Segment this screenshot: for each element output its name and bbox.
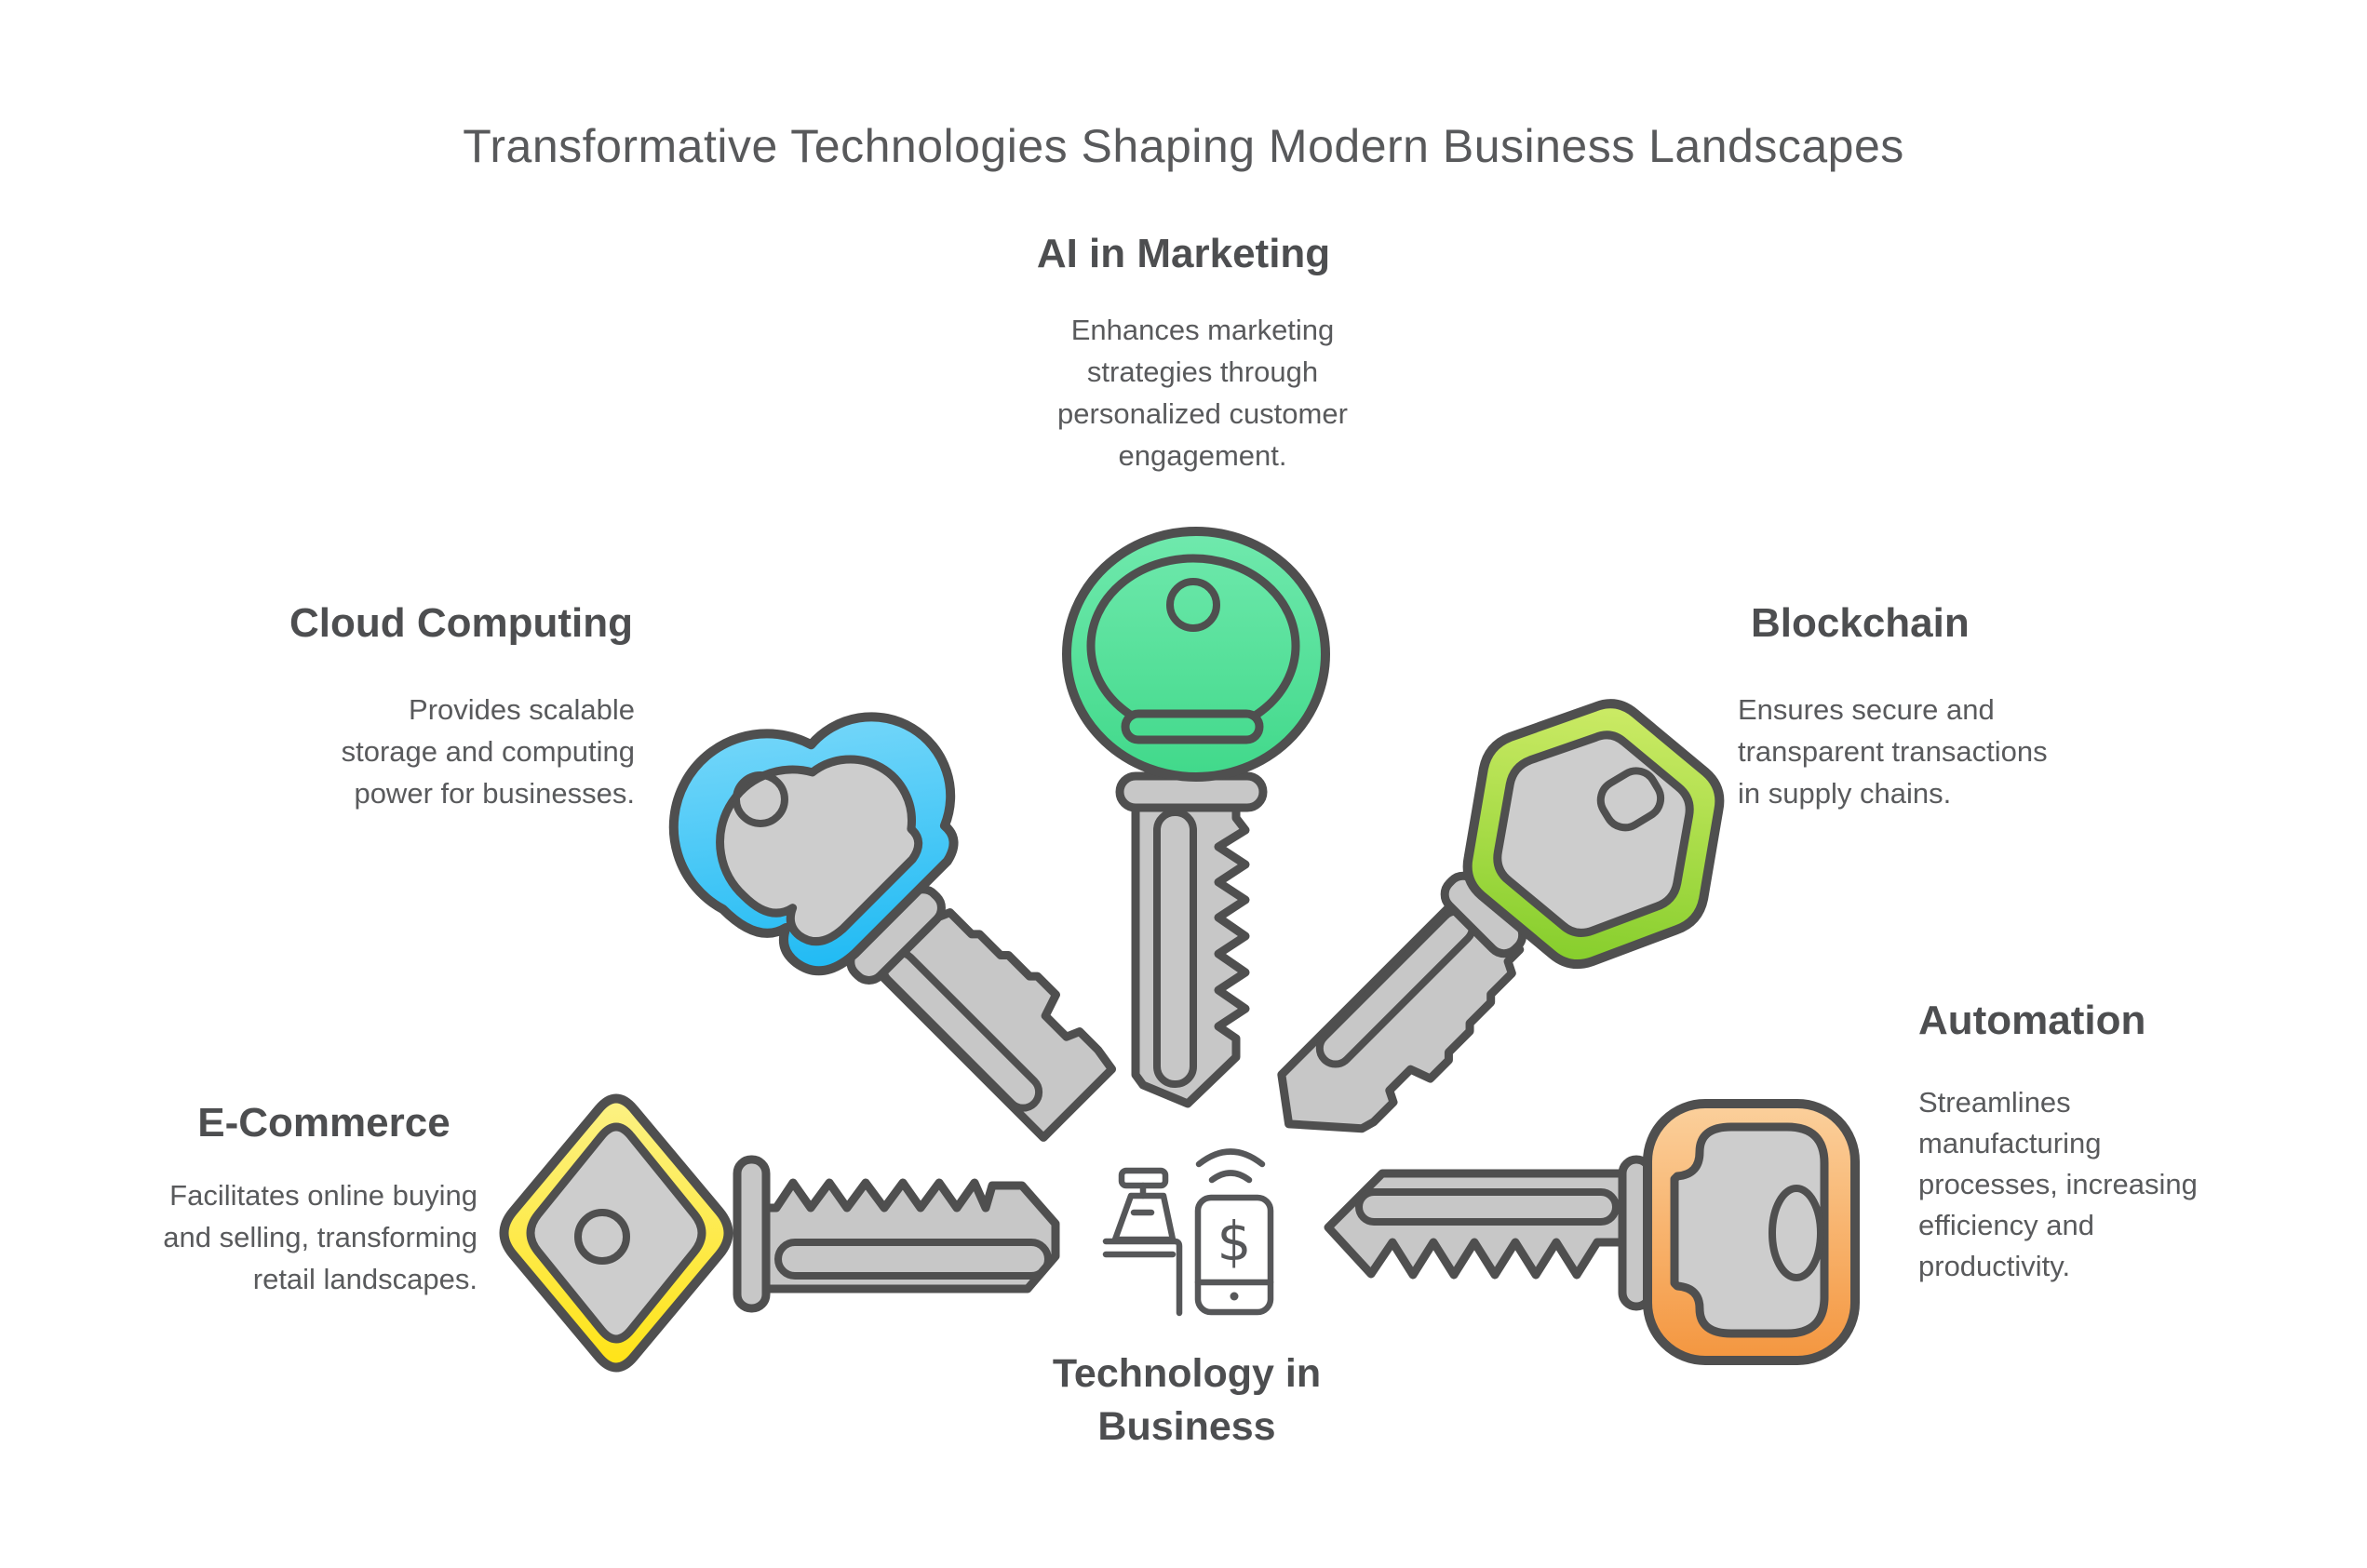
key-blockchain bbox=[1277, 699, 1725, 1133]
section-desc-ai-marketing: Enhances marketing strategies through pe… bbox=[1057, 314, 1348, 472]
key-shaft bbox=[1277, 871, 1527, 1133]
key-head bbox=[1062, 527, 1330, 782]
key-cloud-computing bbox=[668, 712, 1117, 1142]
key-head bbox=[1643, 1099, 1860, 1365]
key-automation bbox=[1324, 1099, 1860, 1365]
key-shaft bbox=[733, 1155, 1060, 1313]
cash-register-icon bbox=[1102, 1167, 1183, 1317]
section-title-e-commerce: E-Commerce bbox=[197, 1100, 451, 1146]
key-shaft bbox=[1324, 1155, 1655, 1311]
key-hole bbox=[1596, 767, 1665, 832]
key-head bbox=[499, 1093, 733, 1373]
key-hole bbox=[732, 771, 788, 827]
key-hole bbox=[574, 1209, 630, 1265]
section-desc-automation: Streamlines manufacturing processes, inc… bbox=[1918, 1086, 2198, 1282]
page-title: Transformative Technologies Shaping Mode… bbox=[463, 120, 1904, 172]
section-desc-blockchain: Ensures secure and transparent transacti… bbox=[1738, 693, 2048, 810]
key-head bbox=[668, 712, 959, 976]
section-desc-cloud-computing: Provides scalable storage and computing … bbox=[341, 693, 635, 810]
section-title-blockchain: Blockchain bbox=[1751, 600, 1970, 646]
key-hole bbox=[1769, 1185, 1824, 1281]
key-ai-marketing bbox=[1062, 527, 1330, 1108]
key-head bbox=[1462, 699, 1725, 970]
key-e-commerce bbox=[499, 1093, 1060, 1373]
section-title-ai-marketing: AI in Marketing bbox=[1036, 231, 1331, 276]
center-label: Technology in Business bbox=[1052, 1351, 1322, 1449]
key-hole bbox=[1166, 578, 1220, 632]
section-desc-e-commerce: Facilitates online buying and selling, t… bbox=[163, 1179, 477, 1295]
key-shaft bbox=[1115, 771, 1268, 1108]
dollar-sign: $ bbox=[1217, 1210, 1252, 1273]
section-title-automation: Automation bbox=[1918, 998, 2146, 1043]
section-title-cloud-computing: Cloud Computing bbox=[289, 600, 633, 646]
payment-phone-icon: $ bbox=[1194, 1194, 1274, 1316]
wireless-signal-icon bbox=[1195, 1148, 1266, 1184]
technology-in-business-icon: $ bbox=[1102, 1148, 1274, 1317]
